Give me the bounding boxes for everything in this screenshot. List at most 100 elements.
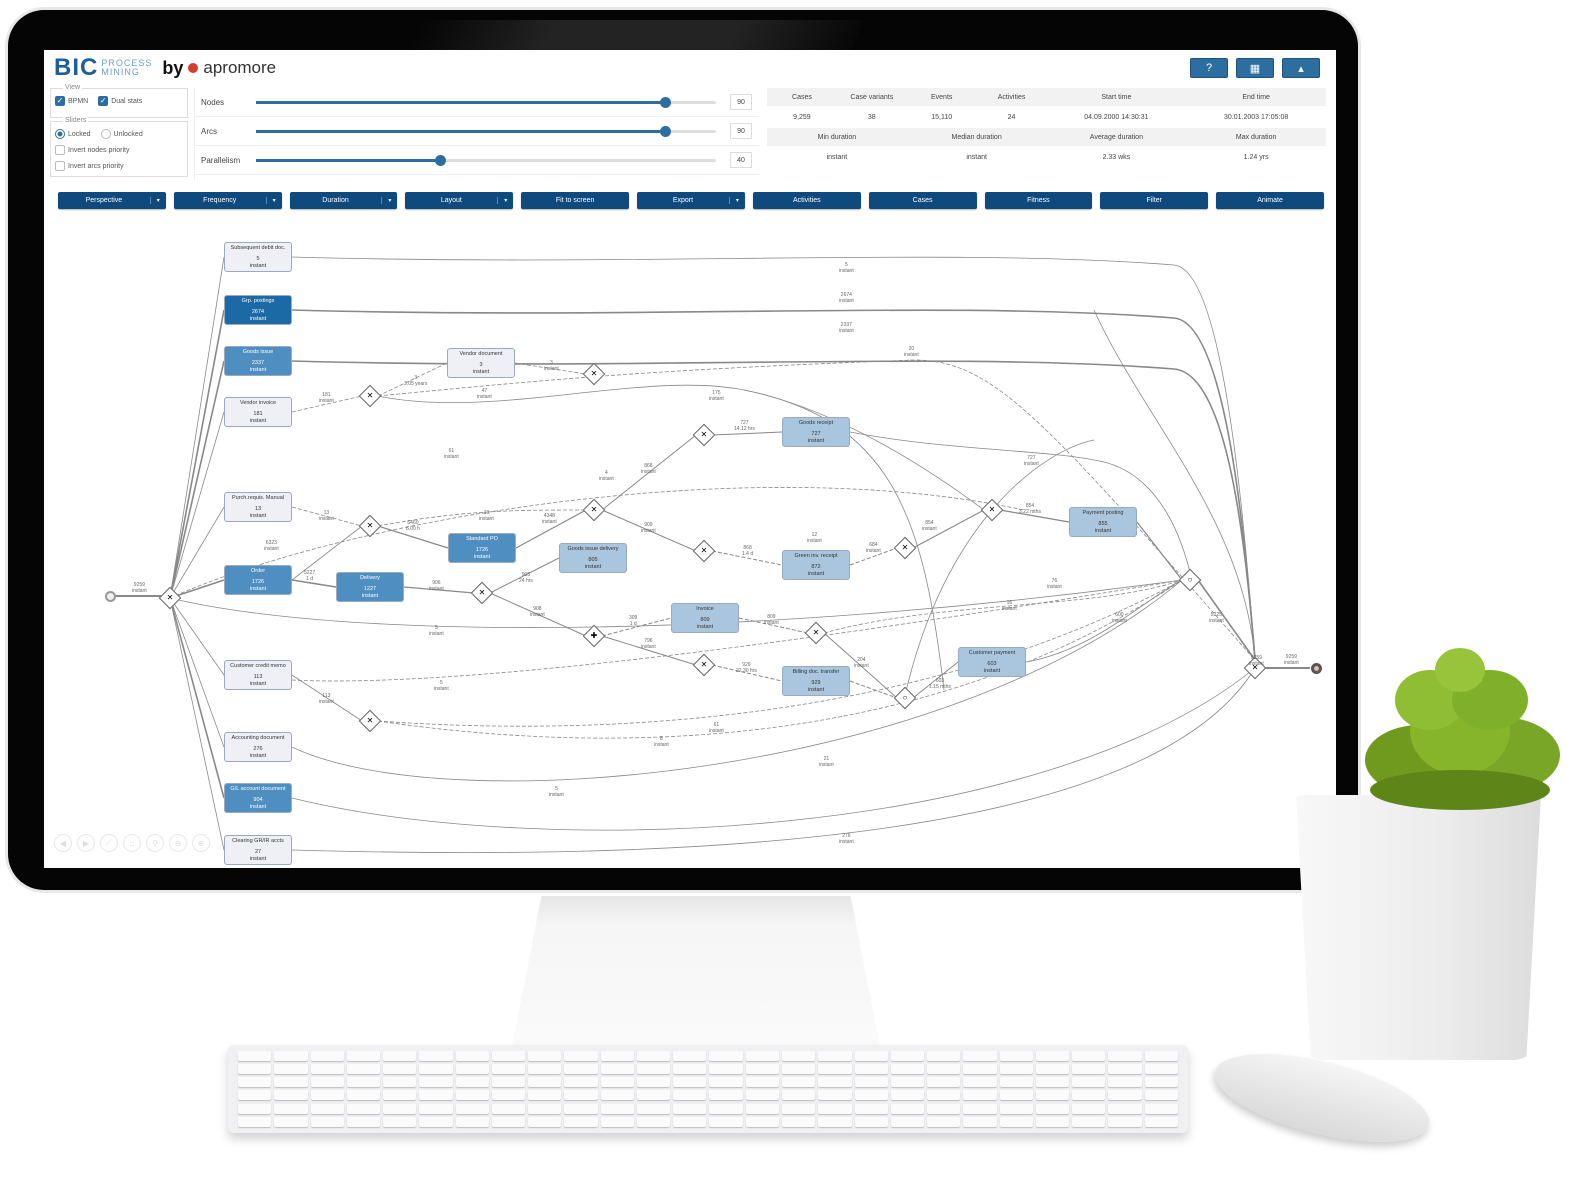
perspective-button[interactable]: Perspective▾ xyxy=(58,192,166,209)
export-button[interactable]: Export▾ xyxy=(637,192,745,209)
slider-handle[interactable] xyxy=(435,154,446,166)
end-event-icon[interactable] xyxy=(1311,663,1322,674)
process-arc[interactable] xyxy=(403,586,475,594)
process-arc[interactable] xyxy=(377,579,1183,727)
process-arc[interactable] xyxy=(169,487,1025,599)
process-arc[interactable] xyxy=(291,667,1256,831)
process-arc[interactable] xyxy=(169,597,225,799)
frequency-button[interactable]: Frequency▾ xyxy=(173,192,282,209)
process-arc[interactable] xyxy=(912,661,959,699)
process-arc[interactable] xyxy=(1197,579,1256,661)
process-arc[interactable] xyxy=(291,674,363,722)
process-arc[interactable] xyxy=(489,592,587,637)
process-arc[interactable] xyxy=(601,509,697,552)
process-arc[interactable] xyxy=(291,256,1256,661)
process-arc[interactable] xyxy=(291,506,363,527)
process-arc[interactable] xyxy=(169,256,225,599)
process-arc[interactable] xyxy=(849,547,898,566)
process-arc[interactable] xyxy=(377,359,1256,661)
locked-radio[interactable]: Locked xyxy=(55,129,91,139)
slider-handle[interactable] xyxy=(660,96,672,108)
chevron-down-icon[interactable]: ▾ xyxy=(381,197,397,204)
process-arc[interactable] xyxy=(849,431,1191,573)
search-icon[interactable]: ⚲ xyxy=(146,834,164,852)
arcs-value-input[interactable]: 90 xyxy=(730,123,752,139)
process-arc[interactable] xyxy=(1136,521,1183,581)
process-arc[interactable] xyxy=(377,362,448,397)
chevron-down-icon[interactable]: ▾ xyxy=(149,197,166,204)
activities-button[interactable]: Activities xyxy=(752,192,861,209)
process-arc[interactable] xyxy=(377,509,587,527)
process-arc[interactable] xyxy=(291,579,1183,782)
chevron-down-icon[interactable]: ▾ xyxy=(728,197,745,204)
process-arc[interactable] xyxy=(169,597,225,851)
process-arc[interactable] xyxy=(169,309,225,599)
help-button[interactable]: ? xyxy=(1190,58,1228,78)
fitness-button[interactable]: Fitness xyxy=(984,192,1093,209)
fit-to-screen-button[interactable]: Fit to screen xyxy=(521,192,630,209)
invert-nodes-checkbox[interactable]: Invert nodes priority xyxy=(55,145,129,155)
start-event-icon[interactable] xyxy=(105,591,116,602)
process-arc[interactable] xyxy=(823,579,1183,634)
process-arc[interactable] xyxy=(601,434,697,511)
process-arc[interactable] xyxy=(849,680,898,699)
process-arc[interactable] xyxy=(377,384,985,511)
process-arc[interactable] xyxy=(823,632,898,699)
process-arc[interactable] xyxy=(377,579,1183,739)
layout-button[interactable]: Layout▾ xyxy=(405,192,514,209)
chevron-down-icon[interactable]: ▾ xyxy=(497,197,513,204)
process-arc[interactable] xyxy=(169,411,225,599)
process-arc[interactable] xyxy=(169,360,225,599)
process-arc[interactable] xyxy=(912,509,985,549)
process-arc[interactable] xyxy=(169,506,225,599)
duration-button[interactable]: Duration▾ xyxy=(289,192,398,209)
unlocked-radio[interactable]: Unlocked xyxy=(100,129,143,139)
bpmn-checkbox[interactable]: ✓BPMN xyxy=(55,96,88,106)
arcs-slider[interactable] xyxy=(256,125,716,137)
process-arc[interactable] xyxy=(291,360,1256,661)
process-arc[interactable] xyxy=(291,309,1256,661)
slider-handle[interactable] xyxy=(660,125,672,137)
process-arc[interactable] xyxy=(291,667,1256,854)
home-icon[interactable]: ⌂ xyxy=(123,834,141,852)
parallelism-value-input[interactable]: 40 xyxy=(730,152,752,168)
nodes-value-input[interactable]: 90 xyxy=(730,94,752,110)
animate-button[interactable]: Animate xyxy=(1216,192,1324,209)
process-arc[interactable] xyxy=(711,431,783,436)
process-arc[interactable] xyxy=(291,579,337,588)
process-arc[interactable] xyxy=(169,597,225,676)
dual-stats-checkbox[interactable]: ✓Dual stats xyxy=(98,96,142,106)
process-arc[interactable] xyxy=(169,579,1183,628)
zoom-in-icon[interactable]: ⊕ xyxy=(192,834,210,852)
process-arc[interactable] xyxy=(377,525,449,549)
collapse-button[interactable]: ▴ xyxy=(1282,58,1320,78)
process-arc[interactable] xyxy=(169,597,225,748)
parallelism-slider[interactable] xyxy=(256,154,716,166)
filter-button[interactable]: Filter xyxy=(1100,192,1209,209)
process-arc[interactable] xyxy=(1093,309,1256,661)
process-arc[interactable] xyxy=(601,635,697,666)
pan-left-icon[interactable]: ◀ xyxy=(54,834,72,852)
process-arc[interactable] xyxy=(515,509,587,549)
pan-right-icon[interactable]: ▶ xyxy=(77,834,95,852)
menu-button[interactable]: ▦ xyxy=(1236,58,1274,78)
cases-button[interactable]: Cases xyxy=(868,192,977,209)
